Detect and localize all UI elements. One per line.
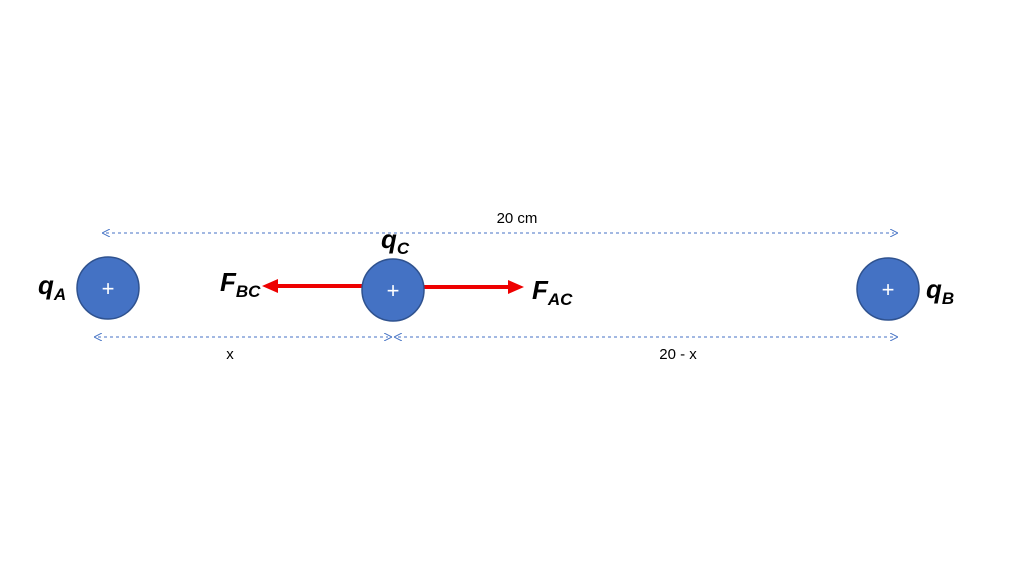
charge-c-circle bbox=[361, 258, 425, 322]
charge-b-subscript: B bbox=[942, 289, 954, 308]
ac-distance-label: x bbox=[226, 346, 234, 363]
force-bc-symbol: F bbox=[220, 267, 237, 297]
charge-b-circle bbox=[856, 257, 920, 321]
charge-a-subscript: A bbox=[53, 285, 66, 304]
charge-a-symbol: q bbox=[38, 270, 54, 300]
charge-c: + bbox=[361, 258, 425, 322]
charge-b-symbol: q bbox=[926, 274, 942, 304]
charge-b-sign: + bbox=[882, 277, 895, 302]
total-distance-label: 20 cm bbox=[497, 210, 538, 227]
force-bc-subscript: BC bbox=[236, 282, 261, 301]
charge-c-sign: + bbox=[387, 278, 400, 303]
charge-c-symbol: q bbox=[381, 224, 397, 254]
force-ac-label: FAC bbox=[532, 275, 573, 309]
cb-distance-label: 20 - x bbox=[659, 346, 697, 363]
force-bc-label: FBC bbox=[220, 267, 261, 301]
charge-a: + bbox=[76, 256, 140, 320]
charge-a-circle bbox=[76, 256, 140, 320]
charge-a-label: qA bbox=[38, 270, 66, 304]
charge-b: + bbox=[856, 257, 920, 321]
charge-a-sign: + bbox=[102, 276, 115, 301]
charge-c-subscript: C bbox=[397, 239, 410, 258]
force-ac-symbol: F bbox=[532, 275, 549, 305]
charge-c-label: qC bbox=[381, 224, 410, 258]
force-ac-subscript: AC bbox=[547, 290, 573, 309]
charge-b-label: qB bbox=[926, 274, 954, 308]
